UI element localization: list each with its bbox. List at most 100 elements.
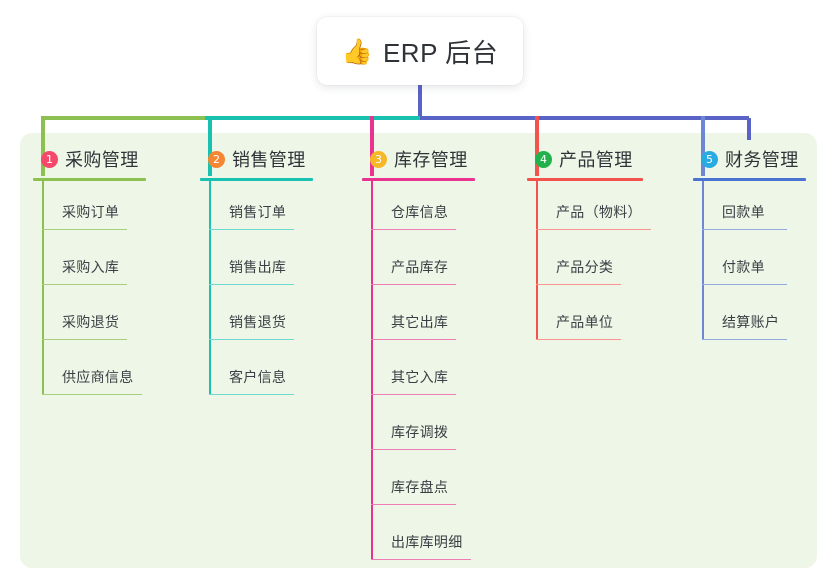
branch-item-underline [209,339,294,340]
branch-item-underline [371,339,456,340]
branch-item-underline [371,559,471,560]
branch-item-list: 采购订单采购入库采购退货供应商信息 [33,181,146,401]
branch-item-label: 结算账户 [722,314,780,330]
branch-item[interactable]: 产品（物料） [527,181,651,236]
branch-underline [33,178,146,181]
branch-item-underline [702,339,787,340]
branch-item[interactable]: 库存调拨 [362,401,475,456]
branch-item-underline [371,229,456,230]
branch-header-4[interactable]: 4 产品管理 [527,146,643,172]
branch-item[interactable]: 其它入库 [362,346,475,401]
branch-item[interactable]: 采购入库 [33,236,146,291]
branch-underline [362,178,475,181]
branch-column-2: 2 销售管理销售订单销售出库销售退货客户信息 [200,146,313,401]
branch-item-label: 其它入库 [391,369,449,385]
branch-item-underline [209,229,294,230]
branch-underline [527,178,643,181]
branch-item-underline [42,339,127,340]
branch-item-label: 产品库存 [391,259,449,275]
branch-item-underline [371,449,456,450]
branch-spine-line [42,181,44,395]
branch-spine-line [371,181,373,560]
branch-header-3[interactable]: 3 库存管理 [362,146,475,172]
branch-item-underline [42,229,127,230]
branch-item[interactable]: 销售退货 [200,291,313,346]
branch-item-underline [536,339,621,340]
branch-item[interactable]: 采购订单 [33,181,146,236]
branch-item-label: 采购订单 [62,204,120,220]
branch-item-label: 库存盘点 [391,479,449,495]
branch-header-1[interactable]: 1 采购管理 [33,146,146,172]
branch-item-label: 仓库信息 [391,204,449,220]
branch-item-underline [42,394,142,395]
diagram-background-panel [20,133,817,568]
branch-item-label: 出库库明细 [391,534,463,550]
branch-item-underline [702,284,787,285]
branch-column-1: 1 采购管理采购订单采购入库采购退货供应商信息 [33,146,146,401]
branch-title: 财务管理 [725,150,799,170]
branch-item-label: 付款单 [722,259,765,275]
branch-item-label: 其它出库 [391,314,449,330]
branch-column-5: 5 财务管理回款单付款单结算账户 [693,146,806,346]
branch-item-label: 供应商信息 [62,369,134,385]
branch-item[interactable]: 采购退货 [33,291,146,346]
branch-item[interactable]: 结算账户 [693,291,806,346]
branch-item-list: 仓库信息产品库存其它出库其它入库库存调拨库存盘点出库库明细 [362,181,475,566]
branch-header-5[interactable]: 5 财务管理 [693,146,806,172]
branch-title: 销售管理 [232,150,306,170]
root-node-card[interactable]: 👍 ERP 后台 [317,17,523,85]
branch-column-4: 4 产品管理产品（物料） 产品分类产品单位 [527,146,651,346]
branch-number-badge: 4 [535,150,552,168]
branch-item-label: 产品单位 [556,314,614,330]
branch-item-underline [536,284,621,285]
branch-item-list: 回款单付款单结算账户 [693,181,806,346]
branch-item-underline [209,284,294,285]
branch-item-underline [371,284,456,285]
branch-spine-line [702,181,704,340]
branch-item-underline [371,394,456,395]
branch-item[interactable]: 供应商信息 [33,346,146,401]
branch-header-2[interactable]: 2 销售管理 [200,146,313,172]
branch-column-3: 3 库存管理仓库信息产品库存其它出库其它入库库存调拨库存盘点出库库明细 [362,146,475,566]
branch-underline [693,178,806,181]
branch-item-label: 客户信息 [229,369,287,385]
branch-item-label: 回款单 [722,204,765,220]
branch-item-underline [371,504,456,505]
branch-number-badge: 1 [41,150,58,168]
branch-number-badge: 2 [208,150,225,168]
branch-item-label: 销售出库 [229,259,287,275]
branch-item[interactable]: 产品单位 [527,291,643,346]
branch-item-underline [42,284,127,285]
branch-item[interactable]: 回款单 [693,181,806,236]
branch-item-underline [536,229,651,230]
branch-title: 产品管理 [559,150,633,170]
branch-item[interactable]: 出库库明细 [362,511,475,566]
branch-item[interactable]: 销售订单 [200,181,313,236]
branch-item-underline [209,394,294,395]
branch-item-label: 采购入库 [62,259,120,275]
branch-spine-line [209,181,211,395]
branch-item-label: 产品（物料） [556,204,642,220]
branch-item-list: 产品（物料） 产品分类产品单位 [527,181,651,346]
branch-number-badge: 3 [370,150,387,168]
branch-item-label: 产品分类 [556,259,614,275]
branch-item[interactable]: 销售出库 [200,236,313,291]
branch-spine-line [536,181,538,340]
branch-item-list: 销售订单销售出库销售退货客户信息 [200,181,313,401]
branch-item-label: 销售订单 [229,204,287,220]
branch-item[interactable]: 产品分类 [527,236,643,291]
branch-item[interactable]: 其它出库 [362,291,475,346]
branch-number-badge: 5 [701,150,718,168]
branch-item-underline [702,229,787,230]
branch-item[interactable]: 库存盘点 [362,456,475,511]
branch-item[interactable]: 仓库信息 [362,181,475,236]
branch-item[interactable]: 产品库存 [362,236,475,291]
branch-item-label: 库存调拨 [391,424,449,440]
branch-underline [200,178,313,181]
branch-title: 采购管理 [65,150,139,170]
branch-item[interactable]: 付款单 [693,236,806,291]
branch-item[interactable]: 客户信息 [200,346,313,401]
root-node-title: ERP 后台 [382,37,499,68]
branch-title: 库存管理 [394,150,468,170]
